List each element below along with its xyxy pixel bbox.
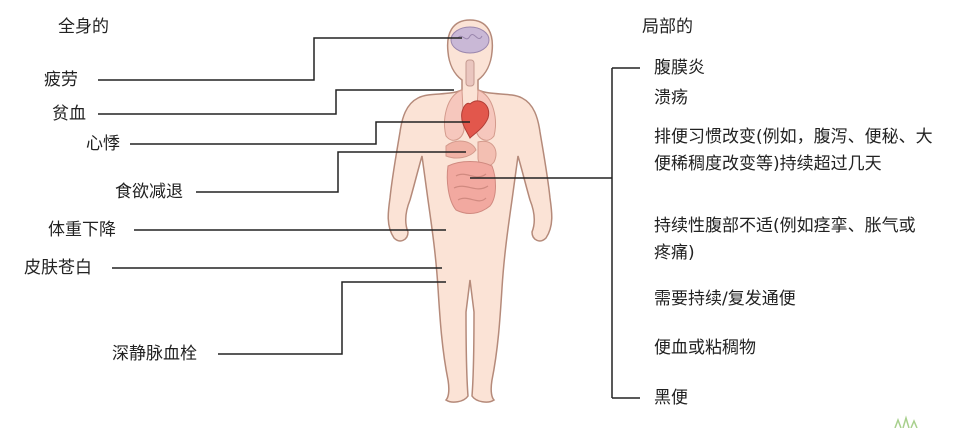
local-heading: 局部的 (642, 17, 693, 37)
liver-shape (445, 140, 477, 159)
leader-line-fatigue (98, 37, 462, 81)
symptom-melena: 黑便 (654, 388, 688, 408)
symptom-appetite-loss: 食欲减退 (115, 182, 183, 202)
heart-shape (461, 100, 490, 139)
brain-folds (457, 34, 483, 40)
leader-line-anemia (98, 89, 454, 115)
symptom-anemia: 贫血 (52, 104, 86, 124)
symptom-bowel-habit-change: 排便习惯改变(例如，腹泻、便秘、大便稀稠度改变等)持续超过几天 (654, 127, 933, 174)
leader-line-appetite (196, 151, 466, 193)
symptom-weight-loss: 体重下降 (48, 220, 116, 240)
symptom-rectal-blood-mucus: 便血或粘稠物 (654, 338, 756, 358)
systemic-leader-lines (98, 37, 470, 355)
symptom-fatigue: 疲劳 (44, 70, 78, 90)
symptom-laxative-need: 需要持续/复发通便 (654, 289, 796, 309)
symptom-ulcer: 溃疡 (654, 88, 688, 108)
leader-line-palpitation (130, 121, 470, 145)
brain-shape (450, 26, 490, 54)
symptom-palpitation: 心悸 (86, 134, 120, 154)
symptom-peritonitis: 腹膜炎 (654, 58, 705, 78)
lung-left-shape (444, 89, 465, 141)
symptom-dvt: 深静脉血栓 (112, 344, 197, 364)
human-body-figure (387, 19, 553, 403)
symptom-abdominal-discomfort: 持续性腹部不适(例如痉挛、胀气或疼痛) (654, 216, 916, 263)
leader-line-dvt (218, 281, 446, 355)
local-leader-lines (470, 67, 640, 399)
trachea-shape (465, 59, 475, 87)
intestine-coils (453, 173, 489, 202)
systemic-heading: 全身的 (58, 17, 109, 37)
symptom-pale-skin: 皮肤苍白 (24, 258, 92, 278)
corner-decoration (894, 415, 918, 428)
